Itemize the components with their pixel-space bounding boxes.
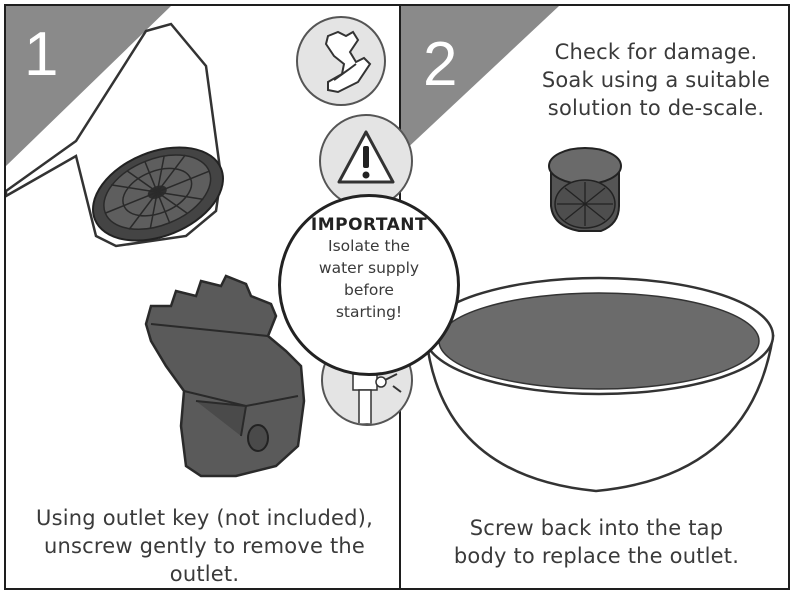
outlet-key-icon [296, 16, 386, 106]
soaking-bowl [423, 276, 775, 493]
step-2-bottom-caption: Screw back into the tap body to replace … [401, 514, 788, 570]
step-2-top-caption: Check for damage. Soak using a suitable … [521, 38, 788, 122]
step-2-bottom-line: body to replace the outlet. [453, 544, 740, 568]
step-2-top-line: solution to de-scale. [547, 96, 765, 120]
important-line: water supply [318, 259, 420, 277]
step-2-top-line: Soak using a suitable [541, 68, 771, 92]
important-line: Isolate the [328, 237, 410, 255]
step-1-caption-line: unscrew gently to remove the [43, 534, 366, 558]
step-2-panel: 2 Check for damage. Soak using a suitabl… [399, 4, 790, 590]
step-2-bottom-line: Screw back into the tap [469, 516, 724, 540]
step-1-number: 1 [24, 20, 59, 89]
important-line: before [344, 281, 394, 299]
step-1-caption-line: Using outlet key (not included), [36, 506, 373, 530]
step-2-illustration [401, 6, 775, 493]
step-2-corner-triangle [401, 6, 559, 154]
important-notice: IMPORTANT Isolate the water supply befor… [278, 194, 460, 376]
important-line: starting! [335, 303, 403, 321]
loose-aerator [548, 147, 622, 232]
step-1-corner-triangle [6, 6, 171, 166]
outlet-key-tool [144, 274, 306, 478]
step-1-caption: Using outlet key (not included), unscrew… [6, 504, 399, 588]
tap-aerator [92, 146, 224, 242]
important-title: IMPORTANT [310, 215, 428, 235]
step-1-caption-line: outlet. [169, 562, 240, 586]
step-1-illustration [6, 6, 306, 478]
descaling-solution [438, 292, 760, 390]
step-2-top-line: Check for damage. [554, 40, 758, 64]
step-2-number: 2 [423, 30, 458, 99]
